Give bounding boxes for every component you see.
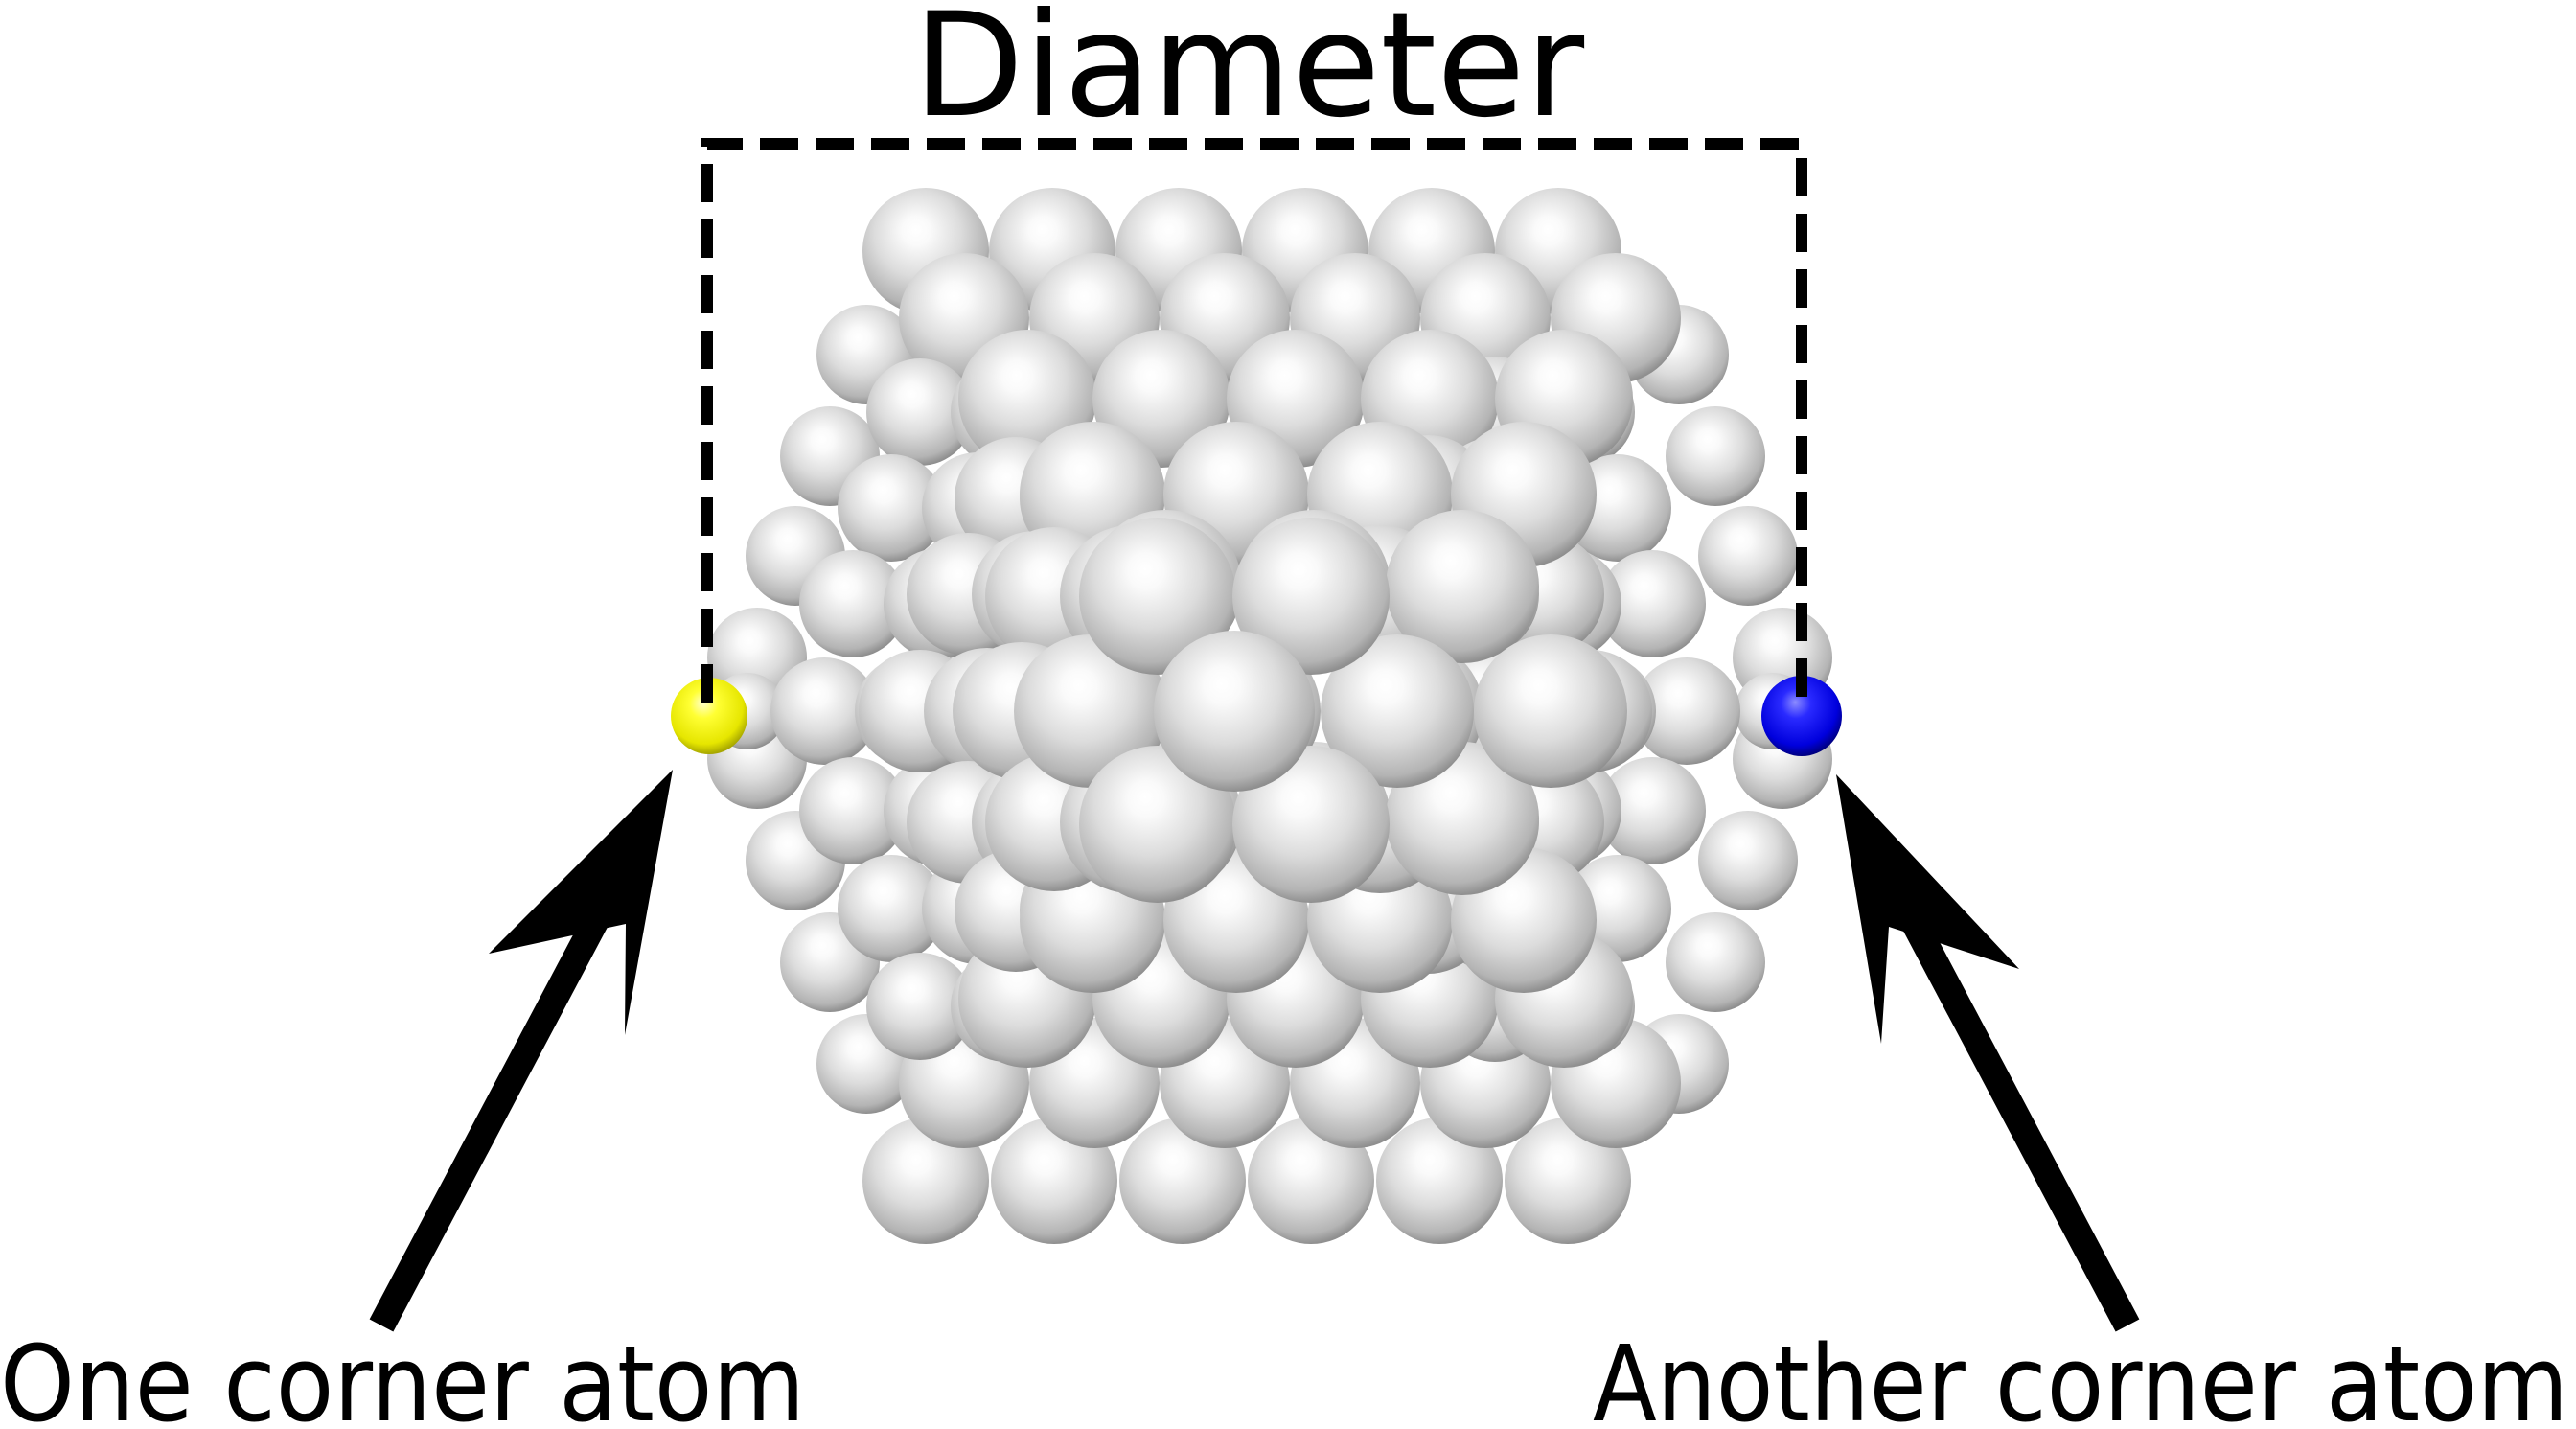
atom xyxy=(866,358,974,466)
atom xyxy=(770,657,878,765)
atom xyxy=(1154,631,1315,792)
atom xyxy=(991,1118,1117,1244)
diameter-bracket xyxy=(702,138,1807,703)
atom xyxy=(1474,634,1627,788)
corner-atom-left xyxy=(671,678,748,754)
atom xyxy=(1119,1118,1246,1244)
label-one-corner-atom: One corner atom xyxy=(0,1323,805,1429)
atom xyxy=(1598,550,1706,657)
atom xyxy=(1633,657,1740,765)
arrow-left xyxy=(369,770,673,1332)
atom xyxy=(866,953,974,1060)
corner-atom-right xyxy=(1761,676,1842,756)
diagram-title: Diameter xyxy=(913,0,1585,150)
atom xyxy=(1014,634,1167,788)
atom xyxy=(1079,746,1236,903)
atom xyxy=(1376,1118,1503,1244)
atom xyxy=(799,550,907,657)
label-another-corner-atom: Another corner atom xyxy=(1593,1323,2568,1429)
atom xyxy=(1321,634,1474,788)
atom xyxy=(1666,406,1765,506)
atom xyxy=(1232,518,1390,675)
atom xyxy=(1666,912,1765,1012)
atom xyxy=(862,1118,989,1244)
atom xyxy=(1232,746,1390,903)
atom xyxy=(1698,811,1798,910)
atom xyxy=(1079,518,1236,675)
atom xyxy=(1248,1118,1374,1244)
atom xyxy=(1598,757,1706,864)
atom xyxy=(799,757,907,864)
atom xyxy=(838,855,945,962)
atom xyxy=(838,454,945,562)
arrow-right xyxy=(1836,774,2140,1332)
atom-cluster xyxy=(707,188,1832,1244)
atom xyxy=(1386,510,1539,663)
atom xyxy=(1698,506,1798,606)
atom xyxy=(1505,1118,1631,1244)
